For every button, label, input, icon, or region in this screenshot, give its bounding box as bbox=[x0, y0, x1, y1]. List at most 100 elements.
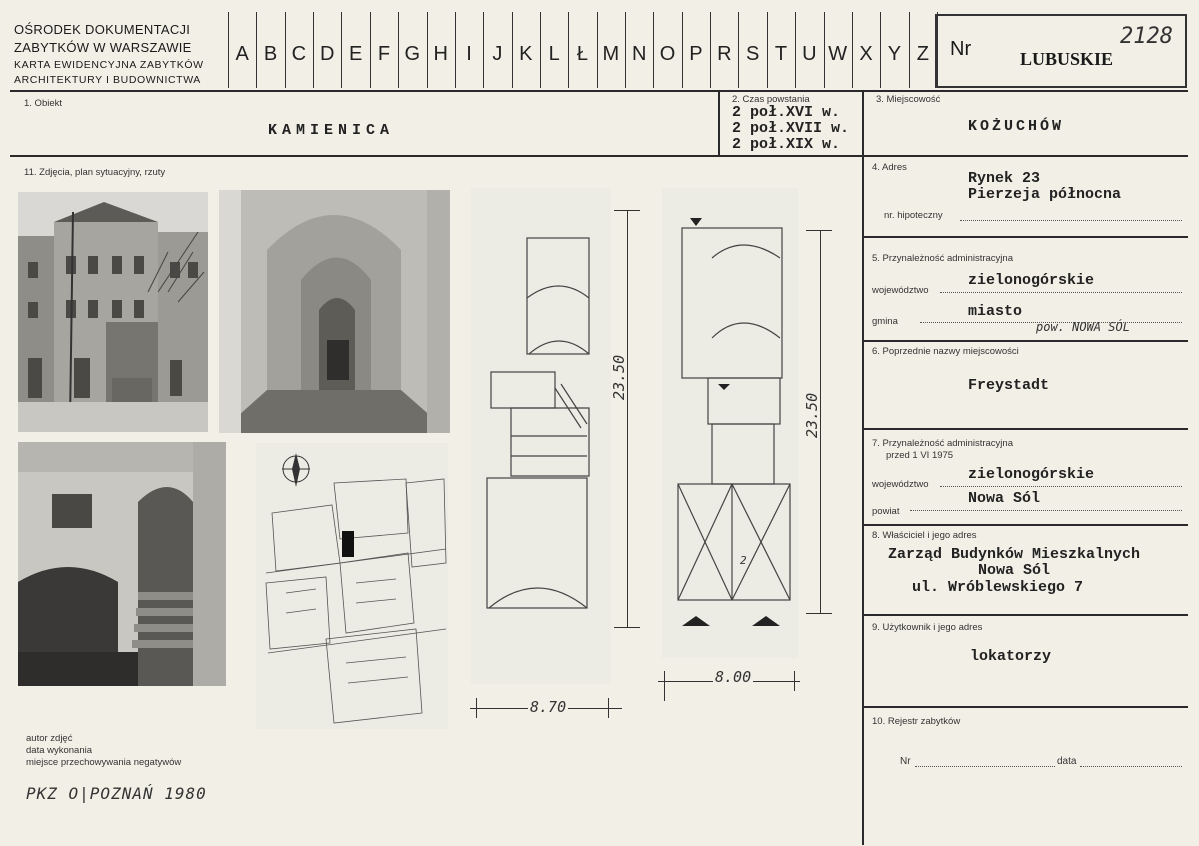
alphabet-letter: G bbox=[404, 43, 421, 65]
address-line2: Pierzeja północna bbox=[968, 186, 1122, 203]
card-type-line1: KARTA EWIDENCYJNA ZABYTKÓW bbox=[14, 59, 204, 71]
courtyard-photo bbox=[18, 442, 226, 686]
owner-line2: Nowa Sól bbox=[978, 562, 1051, 579]
photos-label: 11. Zdjęcia, plan sytuacyjny, rzuty bbox=[24, 167, 166, 178]
card-number: 2128 bbox=[1120, 24, 1173, 49]
alphabet-letter: I bbox=[466, 43, 472, 65]
date-value-3: 2 poł.XIX w. bbox=[732, 136, 841, 153]
former-names-value: Freystadt bbox=[968, 377, 1050, 394]
alphabet-divider bbox=[483, 12, 485, 88]
alphabet-divider bbox=[851, 12, 853, 88]
user-label: 9. Użytkownik i jego adres bbox=[872, 622, 983, 633]
floor-plan-upper bbox=[662, 188, 798, 658]
user-value: lokatorzy bbox=[970, 648, 1052, 665]
alphabet-letter: F bbox=[377, 43, 391, 65]
voivodeship-label: województwo bbox=[872, 285, 929, 296]
date-value-2: 2 poł.XVII w. bbox=[732, 120, 850, 137]
alphabet-letter: D bbox=[320, 43, 335, 65]
alphabet-divider bbox=[568, 12, 570, 88]
alphabet-letter: H bbox=[433, 43, 448, 65]
owner-label: 8. Właściciel i jego adres bbox=[872, 530, 977, 541]
alphabet-letter: E bbox=[348, 43, 363, 65]
register-date-label: data bbox=[1057, 756, 1077, 767]
alphabet-divider bbox=[539, 12, 541, 88]
alphabet-letter: Y bbox=[887, 43, 902, 65]
number-box bbox=[935, 14, 1187, 88]
voivodeship-value: zielonogórskie bbox=[968, 272, 1095, 289]
former-names-label: 6. Poprzednie nazwy miejscowości bbox=[872, 346, 1019, 357]
plan1-width: 8.70 bbox=[528, 698, 569, 716]
mortgage-label: nr. hipoteczny bbox=[884, 210, 943, 221]
alphabet-divider bbox=[908, 12, 910, 88]
prior-voivodeship-label: województwo bbox=[872, 479, 929, 490]
negatives-location-label: miejsce przechowywania negatywów bbox=[26, 757, 182, 768]
alphabet-letter: M bbox=[602, 43, 620, 65]
plan2-length: 23.50 bbox=[803, 392, 821, 438]
plan2-length-dimension-line bbox=[820, 230, 821, 614]
plan1-length-dimension-line bbox=[627, 210, 628, 628]
office-stamp: PKZ O|POZNAŃ 1980 bbox=[26, 784, 207, 803]
register-nr-label: Nr bbox=[900, 756, 911, 767]
prior-date-label: przed 1 VI 1975 bbox=[886, 450, 954, 461]
alphabet-letter: W bbox=[828, 43, 848, 65]
county-value: Nowa Sól bbox=[968, 490, 1041, 507]
commune-label: gmina bbox=[872, 316, 898, 327]
passage-photo bbox=[219, 190, 450, 433]
alphabet-divider bbox=[823, 12, 825, 88]
address-label: 4. Adres bbox=[872, 162, 907, 173]
plan-room-number: 2 bbox=[740, 554, 747, 567]
object-value: KAMIENICA bbox=[268, 122, 395, 139]
alphabet-letter: A bbox=[235, 43, 249, 65]
alphabet-letter: J bbox=[492, 43, 503, 65]
alphabet-divider bbox=[681, 12, 683, 88]
alphabet-divider bbox=[284, 12, 286, 88]
plan1-length: 23.50 bbox=[610, 354, 628, 400]
alphabet-divider bbox=[341, 12, 343, 88]
county-label: powiat bbox=[872, 506, 900, 517]
alphabet-letter: U bbox=[802, 43, 817, 65]
district-note: pow. NOWA SÓL bbox=[1036, 320, 1130, 334]
alphabet-divider bbox=[398, 12, 400, 88]
locality-value: KOŻUCHÓW bbox=[968, 118, 1065, 135]
org-name-line1: OŚRODEK DOKUMENTACJI bbox=[14, 22, 191, 37]
prior-admin-label: 7. Przynależność administracyjna bbox=[872, 438, 1013, 449]
alphabet-divider bbox=[511, 12, 513, 88]
alphabet-divider bbox=[710, 12, 712, 88]
alphabet-divider bbox=[653, 12, 655, 88]
alphabet-divider bbox=[454, 12, 456, 88]
card-type-line2: ARCHITEKTURY I BUDOWNICTWA bbox=[14, 74, 201, 86]
address-line1: Rynek 23 bbox=[968, 170, 1041, 187]
photo-author-label: autor zdjęć bbox=[26, 733, 73, 744]
nr-label: Nr bbox=[950, 38, 972, 60]
alphabet-divider bbox=[426, 12, 428, 88]
floor-plan-ground bbox=[471, 188, 611, 684]
alphabet-letter: P bbox=[689, 43, 703, 65]
region-name: LUBUSKIE bbox=[1020, 49, 1114, 69]
photo-date-label: data wykonania bbox=[26, 745, 93, 756]
owner-line1: Zarząd Budynków Mieszkalnych bbox=[888, 546, 1141, 563]
object-label: 1. Obiekt bbox=[24, 98, 63, 109]
alphabet-divider bbox=[795, 12, 797, 88]
alphabet-divider bbox=[256, 12, 258, 88]
org-name-line2: ZABYTKÓW W WARSZAWIE bbox=[14, 40, 192, 55]
alphabet-divider bbox=[313, 12, 315, 88]
alphabet-letter: C bbox=[291, 43, 307, 65]
alphabet-letter: O bbox=[659, 43, 676, 65]
alphabet-letter: S bbox=[745, 43, 760, 65]
alphabet-divider bbox=[625, 12, 627, 88]
facade-photo bbox=[18, 192, 208, 432]
plan2-width: 8.00 bbox=[713, 668, 754, 686]
alphabet-letter: K bbox=[519, 43, 533, 65]
alphabet-divider bbox=[766, 12, 768, 88]
alphabet-divider bbox=[228, 12, 229, 88]
alphabet-divider bbox=[596, 12, 598, 88]
prior-voivodeship-value: zielonogórskie bbox=[968, 466, 1095, 483]
date-value-1: 2 poł.XVI w. bbox=[732, 104, 841, 121]
date-label: 2. Czas powstania bbox=[732, 94, 810, 105]
owner-line3: ul. Wróblewskiego 7 bbox=[912, 579, 1084, 596]
alphabet-letter: Ł bbox=[576, 43, 589, 65]
alphabet-divider bbox=[880, 12, 882, 88]
alphabet-letter: X bbox=[859, 43, 873, 65]
alphabet-divider bbox=[738, 12, 740, 88]
